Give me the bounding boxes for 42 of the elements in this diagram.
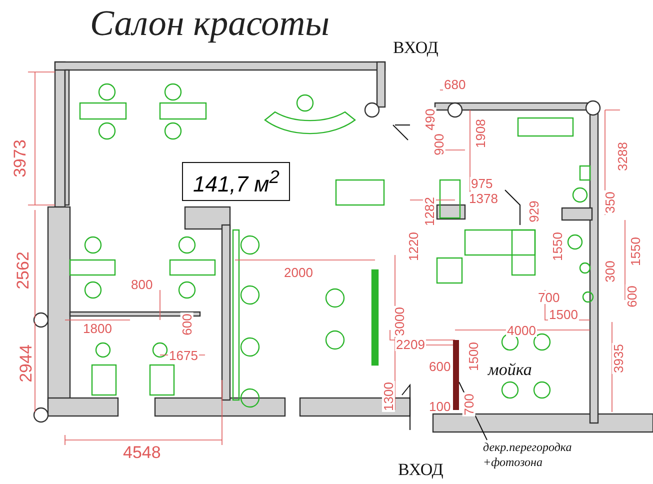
dimension-label: 1500: [548, 308, 579, 321]
dimension-label: 600: [180, 312, 194, 336]
dimension-label: 490: [423, 108, 436, 132]
entrance-label: ВХОД: [393, 38, 438, 58]
dimension-label: 680: [443, 78, 467, 91]
partition-bar: [453, 340, 459, 410]
dimension-label: 1378: [468, 192, 499, 205]
dimension-label: 2562: [14, 250, 32, 290]
dimension-label: 1220: [406, 231, 420, 262]
dimension-label: 2209: [395, 338, 426, 351]
dimension-label: 100: [428, 400, 452, 413]
dimension-label: 600: [625, 284, 638, 308]
dimension-label: 350: [603, 190, 616, 214]
area-box: 141,7 м$^{2}$: [182, 162, 290, 202]
dimension-label: 1282: [422, 196, 436, 227]
room-label: мойка: [488, 360, 532, 380]
dimension-label: 3935: [612, 343, 625, 374]
dimension-label: 1550: [628, 236, 642, 267]
dimension-label: 1550: [550, 231, 564, 262]
entrance-label: ВХОД: [398, 460, 444, 480]
dimension-label: 900: [432, 132, 446, 156]
dimension-label: 700: [462, 392, 476, 416]
partition-note: декр.перегородка +фотозона: [483, 440, 613, 470]
dimension-label: 1800: [82, 322, 113, 335]
dimension-label: 3000: [392, 306, 406, 337]
dimension-label: 2000: [283, 266, 314, 279]
dimension-label: 1500: [466, 341, 480, 372]
dimension-label: 3973: [11, 138, 28, 178]
dimension-label: 700: [537, 291, 561, 304]
dimension-label: 4000: [506, 324, 537, 337]
title: Салон красоты: [90, 2, 330, 44]
dimension-label: 300: [603, 260, 616, 284]
dimension-label: 2944: [17, 344, 34, 384]
dimension-label: 600: [428, 360, 452, 373]
dimension-label: 1300: [382, 381, 395, 412]
dimension-label: 3288: [616, 141, 629, 172]
dimension-label: 975: [470, 177, 494, 190]
dimension-label: 4548: [122, 444, 162, 461]
dimension-label: 1675: [168, 349, 199, 362]
dimension-label: 929: [527, 200, 540, 224]
dimension-label: 1908: [474, 118, 487, 149]
dimension-label: 800: [130, 278, 154, 291]
